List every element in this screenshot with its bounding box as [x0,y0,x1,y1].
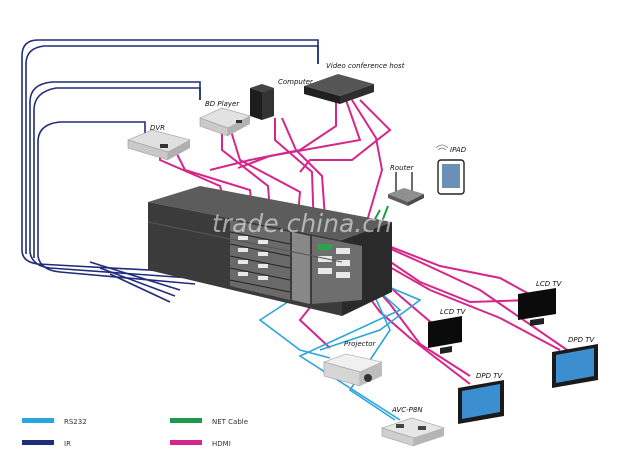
router-device [388,172,424,206]
router-label: Router [390,164,415,172]
ipad-device [437,159,465,195]
computer-label: Computer [278,78,314,86]
legend-rs232: RS232 [22,418,87,426]
legend-rs232-label: RS232 [64,418,87,426]
dvr-label: DVR [150,124,165,132]
legend-ir: IR [22,440,71,448]
computer-device [250,84,274,120]
wifi-icon [435,144,449,151]
legend-net-cable-label: NET Cable [212,418,248,426]
dpd-tv-2-device [552,344,598,388]
avc-p8n-device [381,417,445,447]
dvr-device [127,129,191,161]
ir-cables [21,39,319,303]
avc-p8n-label: AVC-P8N [391,406,423,414]
dpd-tv-1-device [458,380,504,424]
legend-ir-label: IR [64,440,71,448]
bd-player-label: BD Player [205,100,240,108]
ipad-label: IPAD [450,146,467,154]
legend-hdmi: HDMI [170,440,231,448]
video-conference-host-device [304,74,374,104]
dpd-tv-2-label: DPD TV [568,336,596,344]
matrix-switcher [147,186,392,316]
bd-player-device [199,107,251,137]
legend-net-cable: NET Cable [170,418,248,426]
output-cards [312,236,362,304]
projector-device [323,353,383,387]
lcd-tv-1-label: LCD TV [440,308,467,316]
lcd-tv-2-device [518,288,556,326]
lcd-tv-2-label: LCD TV [536,280,563,288]
legend: RS232 IR NET Cable HDMI [22,418,248,448]
video-conference-host-label: Video conference host [326,62,405,70]
input-cards [229,220,291,300]
watermark: trade.china.cn [212,209,392,238]
projector-label: Projector [344,340,377,348]
dpd-tv-1-label: DPD TV [476,372,504,380]
lcd-tv-1-device [428,316,462,354]
legend-hdmi-label: HDMI [212,440,231,448]
